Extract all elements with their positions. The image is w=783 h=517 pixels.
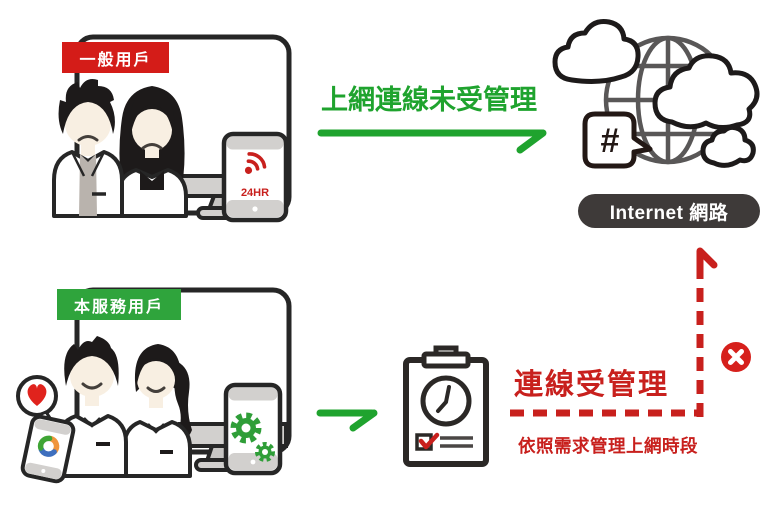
phone-24hr: 24HR [221, 131, 289, 223]
phone-gears [223, 382, 283, 476]
phone-24hr-label: 24HR [241, 187, 269, 199]
to-clipboard-arrow [316, 409, 378, 432]
general-users-scene: 24HR [52, 34, 292, 223]
badge-service-users: 本服務用戶 [57, 289, 181, 320]
unmanaged-flow-label: 上網連線未受管理 [321, 85, 537, 115]
phone-app-logo [20, 414, 76, 484]
sad-man [52, 79, 124, 218]
hashtag-symbol: # [601, 122, 620, 160]
service-users-scene [16, 287, 292, 484]
clipboard-schedule-icon [403, 345, 489, 467]
tri-color-logo-icon [37, 435, 60, 457]
cloud-icon-small [700, 124, 756, 168]
gear-icon-small [255, 442, 275, 462]
frown-mouth [141, 143, 163, 150]
managed-flow-label: 連線受管理 [514, 369, 670, 401]
checklist-row [415, 432, 473, 451]
sad-woman [116, 86, 188, 218]
smile-mouth [81, 382, 103, 390]
wifi-icon [244, 152, 267, 174]
unmanaged-arrow [317, 129, 547, 154]
hashtag-bubble-icon: # [582, 111, 653, 169]
blocked-x-icon [721, 342, 751, 372]
gear-icon-large [230, 412, 262, 444]
red-check-icon [418, 432, 440, 450]
heart-icon [27, 384, 47, 406]
cloud-icon-left [552, 19, 641, 84]
badge-general-users: 一般用戶 [62, 42, 169, 73]
internet-globe-icon: # [552, 19, 760, 169]
managed-flow-note: 依照需求管理上網時段 [518, 436, 698, 456]
happy-woman [122, 344, 192, 478]
clock-icon [420, 375, 472, 427]
internet-pill-label: Internet 網路 [578, 194, 760, 228]
managed-dashed-arrow [510, 247, 718, 417]
smile-mouth [146, 386, 166, 393]
frown-mouth [77, 135, 99, 142]
